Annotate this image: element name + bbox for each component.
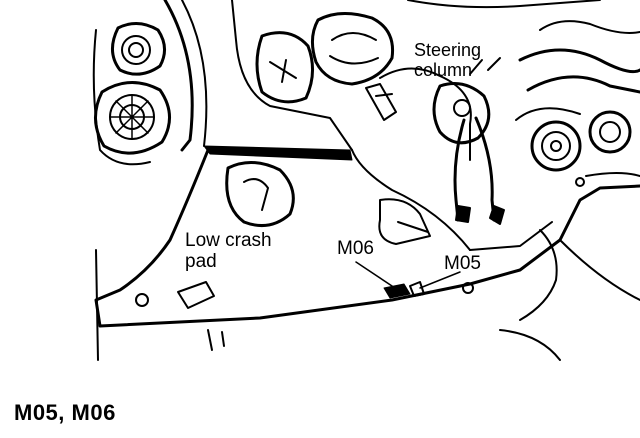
low-crash-pad-label-line2: pad	[185, 251, 217, 272]
low-crash-pad-label-line1: Low crash	[185, 230, 272, 251]
upper-dash	[203, 0, 601, 161]
steering-column-label-line1: Steering	[414, 40, 482, 60]
figure-caption: M05, M06	[14, 400, 116, 425]
steering-column-label-line2: column	[414, 60, 473, 80]
connector-m06	[355, 261, 411, 299]
right-instrument-cluster	[515, 20, 640, 187]
m05-label: M05	[444, 253, 481, 274]
steering-column-label: Steering column	[414, 40, 481, 80]
connector-m05	[409, 271, 461, 297]
speaker-vent	[92, 22, 171, 166]
m06-label: M06	[337, 238, 374, 259]
steering-column-assembly	[255, 12, 505, 251]
low-crash-pad-outline	[94, 148, 640, 361]
low-crash-pad-label: Low crash pad	[185, 230, 272, 272]
